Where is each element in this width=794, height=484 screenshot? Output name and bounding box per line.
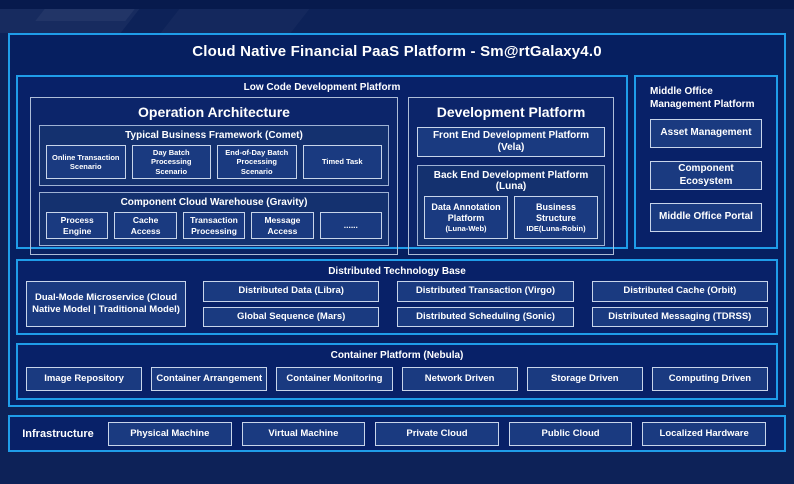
diagram-node: Localized Hardware (642, 421, 766, 446)
comet-items-row: Online Transaction Scenario Day Batch Pr… (46, 145, 382, 180)
section-distributed-technology-base: Distributed Technology Base Dual-Mode Mi… (16, 259, 778, 335)
top-decor-band (0, 0, 794, 9)
section-container-platform-nebula: Container Platform (Nebula) Image Reposi… (16, 343, 778, 400)
diagram-node: Transaction Processing (182, 212, 246, 240)
diagram-node: Public Cloud (508, 421, 633, 446)
distributed-body: Dual-Mode Microservice (Cloud Native Mod… (26, 281, 768, 327)
component-cloud-warehouse-box: Component Cloud Warehouse (Gravity) Proc… (39, 192, 389, 247)
middle-office-title: Middle Office Management Platform (650, 86, 755, 110)
diagram-node: Day Batch Processing Scenario (131, 145, 211, 180)
distributed-technology-base-title: Distributed Technology Base (328, 266, 466, 277)
diagram-node-ellipsis: ...... (319, 212, 383, 240)
diagram-node: Container Arrangement (151, 367, 268, 391)
diagram-node: Private Cloud (375, 421, 499, 446)
back-end-development-platform-title: Back End Development Platform (Luna) (433, 170, 589, 192)
diagram-node: End-of-Day Batch Processing Scenario (217, 145, 297, 180)
component-ecosystem-node: Component Ecosystem (650, 161, 762, 190)
front-end-development-platform-node: Front End Development Platform (Vela) (417, 127, 605, 157)
node-sublabel: (Luna-Web) (445, 224, 487, 234)
back-end-items-row: Data Annotation Platform (Luna-Web) Busi… (424, 196, 598, 240)
diagram-node: Image Repository (26, 367, 143, 391)
diagram-node: Timed Task (302, 145, 382, 180)
infrastructure-title: Infrastructure (22, 427, 94, 440)
business-structure-ide-node: Business Structure IDE(Luna-Robin) (514, 196, 598, 240)
asset-management-node: Asset Management (650, 119, 762, 148)
middle-office-portal-node: Middle Office Portal (650, 203, 762, 232)
diagram-node: Message Access (251, 212, 314, 240)
node-label: Business Structure (535, 201, 577, 223)
top-row: Low Code Development Platform Operation … (16, 75, 778, 256)
diagram-node: Distributed Data (Libra) (203, 281, 380, 302)
low-code-columns: Operation Architecture Typical Business … (30, 97, 614, 256)
data-annotation-platform-node: Data Annotation Platform (Luna-Web) (424, 196, 508, 240)
node-label: Data Annotation Platform (431, 201, 501, 223)
container-platform-row: Image Repository Container Arrangement C… (26, 367, 769, 391)
section-infrastructure: Infrastructure Physical Machine Virtual … (8, 415, 786, 452)
distributed-grid: Distributed Data (Libra) Distributed Tra… (203, 281, 768, 327)
diagram-node: Physical Machine (108, 421, 232, 446)
low-code-platform-label: Low Code Development Platform (243, 82, 401, 93)
gravity-items-row: Process Engine Cache Access Transaction … (46, 212, 383, 240)
diagram-node: Distributed Messaging (TDRSS) (591, 306, 768, 327)
diagram-node: Distributed Transaction (Virgo) (397, 281, 574, 302)
dual-mode-microservice-node: Dual-Mode Microservice (Cloud Native Mod… (26, 281, 186, 327)
diagram-node: Storage Driven (526, 367, 643, 391)
typical-business-framework-title: Typical Business Framework (Comet) (125, 130, 303, 141)
diagram-node: Global Sequence (Mars) (203, 306, 380, 327)
diagram-node: Process Engine (46, 212, 109, 240)
diagram-node: Distributed Scheduling (Sonic) (397, 306, 574, 327)
diagram-node: Distributed Cache (Orbit) (591, 281, 768, 302)
operation-architecture-title: Operation Architecture (138, 104, 290, 120)
component-cloud-warehouse-title: Component Cloud Warehouse (Gravity) (120, 197, 308, 209)
operation-architecture-box: Operation Architecture Typical Business … (30, 97, 398, 256)
diagram-node: Online Transaction Scenario (46, 145, 126, 180)
decor-stripe (35, 9, 135, 21)
diagram-node: Container Monitoring (276, 367, 393, 391)
diagram-node: Cache Access (114, 212, 177, 240)
main-platform-frame: Cloud Native Financial PaaS Platform - S… (8, 33, 786, 407)
diagram-node: Virtual Machine (241, 421, 366, 446)
back-end-development-platform-box: Back End Development Platform (Luna) Dat… (417, 165, 605, 247)
section-low-code-development-platform: Low Code Development Platform Operation … (16, 75, 628, 256)
diagram-node: Network Driven (401, 367, 518, 391)
container-platform-title: Container Platform (Nebula) (330, 350, 464, 361)
typical-business-framework-box: Typical Business Framework (Comet) Onlin… (39, 125, 389, 187)
development-platform-title: Development Platform (436, 104, 586, 120)
decor-stripe (161, 9, 310, 33)
diagram-node: Computing Driven (651, 367, 769, 391)
section-middle-office-management-platform: Middle Office Management Platform Asset … (634, 75, 778, 249)
page-title: Cloud Native Financial PaaS Platform - S… (192, 43, 602, 60)
development-platform-box: Development Platform Front End Developme… (408, 97, 614, 256)
node-sublabel: IDE(Luna-Robin) (526, 224, 586, 234)
